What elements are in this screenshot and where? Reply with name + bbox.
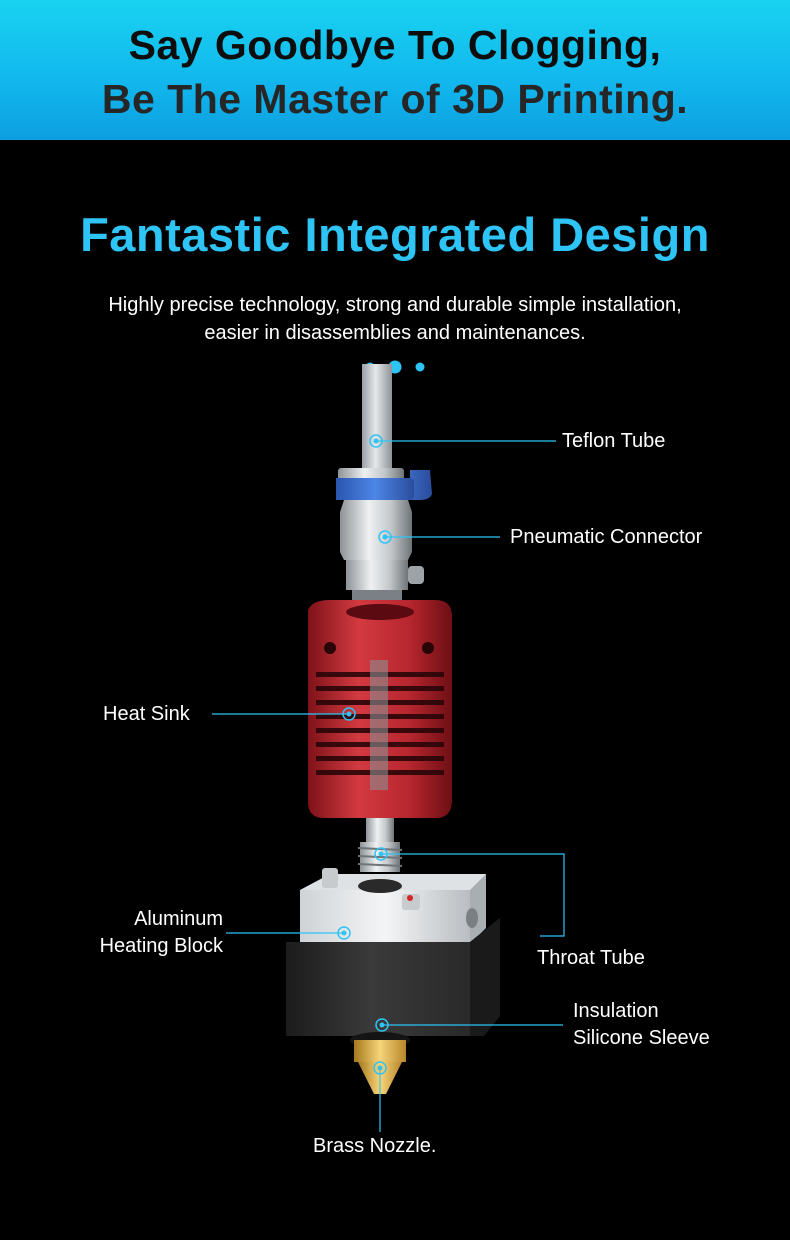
label-throat-tube: Throat Tube [537, 947, 645, 969]
banner-headline-line2: Be The Master of 3D Printing. [101, 76, 689, 122]
label-heat-sink: Heat Sink [103, 703, 190, 725]
teflon-tube-marker-icon [369, 434, 383, 448]
label-insulation-line2: Silicone Sleeve [573, 1027, 710, 1049]
silicone-sleeve-marker-icon [375, 1018, 389, 1032]
section-title: Fantastic Integrated Design [80, 208, 710, 261]
label-pneumatic-connector: Pneumatic Connector [510, 526, 703, 548]
pneumatic-connector [336, 468, 432, 604]
label-teflon-tube: Teflon Tube [562, 430, 666, 452]
banner-headline-line1: Say Goodbye To Clogging, [128, 22, 662, 68]
label-insulation-line1: Insulation [573, 1000, 659, 1022]
pneumatic-connector-marker-icon [378, 530, 392, 544]
callout-markers [337, 434, 392, 1075]
callout-lines [212, 440, 565, 1132]
heat-sink [308, 600, 452, 818]
label-aluminum-line1: Aluminum [134, 908, 223, 930]
silicone-sleeve [286, 918, 500, 1048]
heating-block-marker-icon [337, 926, 351, 940]
label-aluminum-line2: Heating Block [99, 935, 223, 957]
label-brass-nozzle: Brass Nozzle. [313, 1135, 437, 1157]
brass-nozzle-marker-icon [373, 1061, 387, 1075]
throat-tube [357, 818, 403, 872]
top-banner: Say Goodbye To Clogging, Be The Master o… [0, 0, 790, 140]
section-subtitle-line2: easier in disassemblies and maintenances… [204, 322, 586, 344]
section-subtitle-line1: Highly precise technology, strong and du… [108, 294, 682, 316]
heat-sink-marker-icon [342, 707, 356, 721]
throat-tube-marker-icon [374, 847, 388, 861]
